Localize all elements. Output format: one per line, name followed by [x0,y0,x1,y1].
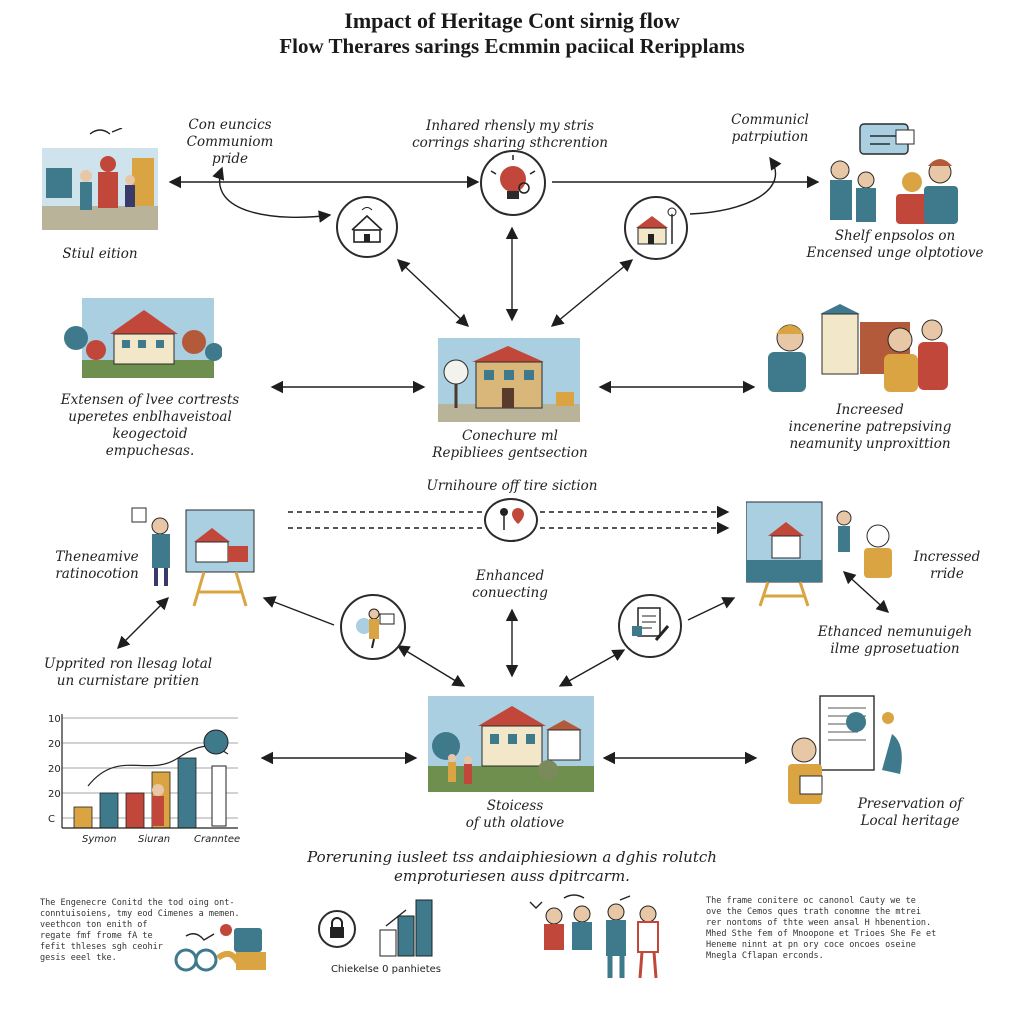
arrow-curve-left [212,166,332,223]
museum-icon [351,207,383,243]
community-people-illustration [830,123,958,224]
arrow-curve-right [689,156,782,215]
mini-chart-y-tick: 20 [48,789,61,800]
school-house-icon-circle [624,196,688,260]
map-pin-icon-circle [484,498,538,542]
lightbulb-icon-circle [480,150,546,216]
bottom-banner-text: Poreruning iusleet tss andaiphiesiown a … [307,848,717,885]
river-house-people-illustration [746,501,892,607]
school-house-icon [636,207,677,245]
mini-bar-chart: 10 20 20 20C Symon Siuran Cranntee [48,714,240,845]
teacher-icon-circle [340,594,406,660]
document-icon-circle [618,594,682,658]
caption-community-participation: Inhared rhensly my strisCommuniclpatrpiu… [731,112,809,145]
arrow-circle-right [687,597,736,621]
museum-icon-circle [336,196,398,258]
village-gathering-illustration [428,696,594,792]
arrow-right-3 [842,571,890,613]
mini-chart-globe-icon [203,729,229,755]
lock-icon [330,917,344,938]
mid-banner-label: Urnihoure off tire siction [426,478,598,494]
bottom-left-paragraph: The Engenecre Conitd the tod oing ont-co… [40,898,240,963]
family-scene-illustration [42,128,158,230]
map-pin-icon [500,508,524,530]
arrow-circle-left [262,596,335,626]
mini-chart-y-tick: C [48,814,55,825]
people-group-illustration [529,894,659,979]
mini-chart-x-label: Siuran [138,834,170,845]
presenter-easel-illustration [131,507,255,607]
mini-chart-person-body [152,796,164,826]
town-community-illustration [768,304,948,392]
diagram-title-line2: Flow Therares sarings Ecmmin paciical Re… [279,34,745,58]
growth-bars-icon [379,899,433,957]
label-social-edition: Stiul eition [62,246,138,262]
lightbulb-icon [490,155,536,199]
mini-chart-y-tick: 20 [48,764,61,775]
arrow-diag-left [396,645,466,687]
arrow-house-ur [550,259,634,327]
heritage-house-illustration [438,338,580,422]
arrow-house-ul [396,259,470,327]
mini-chart-person-head [152,784,164,796]
mini-chart-person-figure [211,765,227,827]
arrow-left-3 [117,597,169,649]
mini-chart-y-tick: 20 [48,739,61,750]
mini-chart-bar [177,757,197,829]
mini-chart-y-tick: 10 [48,714,61,725]
village-trees-illustration [64,298,222,378]
tools-bike-illustration [174,924,266,972]
mini-chart-x-label: Symon [82,834,116,845]
mini-chart-bar [125,792,145,829]
mini-chart-x-label: Cranntee [194,834,240,845]
mini-chart-bar [73,806,93,829]
teacher-icon [356,608,395,649]
diagram-title-line1: Impact of Heritage Cont sirnig flow [344,8,680,33]
bottom-mid-caption: Chiekelse 0 panhietes [330,964,442,975]
document-icon [632,607,670,641]
bottom-right-paragraph: The frame conitere oc canonol Cauty we t… [706,896,937,961]
mini-chart-bar [99,792,119,829]
arrow-diag-right [558,649,626,687]
preservation-document-illustration [788,695,902,804]
lock-icon-circle [318,910,356,948]
